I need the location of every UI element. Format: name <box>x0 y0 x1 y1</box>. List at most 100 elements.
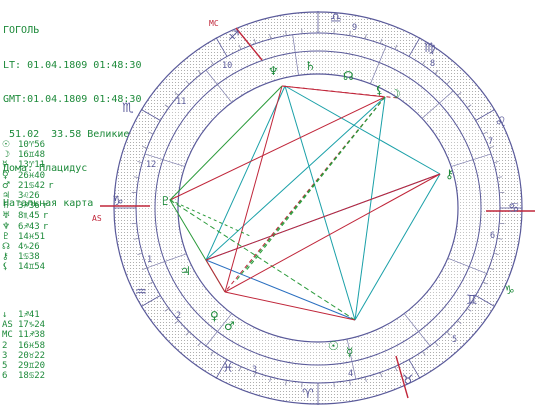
degree-tick <box>457 91 462 96</box>
house-label: 6 <box>2 371 8 382</box>
degree-tick <box>148 281 154 285</box>
degree-tick <box>253 38 257 44</box>
house-row: ↓1♐41 <box>2 310 45 320</box>
lilith-icon: ⚸ <box>2 262 9 273</box>
degree-tick <box>446 80 451 85</box>
cusp-line <box>346 338 357 380</box>
degree-tick <box>253 372 257 378</box>
capricorn-icon: ♑ <box>112 194 124 209</box>
house-position: 11♐38 <box>18 330 46 341</box>
degree-tick <box>142 267 148 270</box>
degree-tick <box>466 104 472 108</box>
degree-tick <box>482 131 488 135</box>
mars-icon: ♂ <box>2 180 11 191</box>
degree-tick <box>148 131 154 135</box>
house-position: 17♑24 <box>18 320 46 331</box>
neptune-icon: ♆ <box>268 64 279 78</box>
degree-tick <box>210 351 214 356</box>
aspect-lines <box>169 85 441 321</box>
mercury-icon: ☿ <box>346 345 353 359</box>
degree-tick <box>488 267 494 270</box>
sun-icon: ☉ <box>2 140 11 150</box>
retrograde-mark: r <box>48 180 54 191</box>
aspect-line <box>205 259 226 293</box>
house-position: 18♋22 <box>18 371 46 382</box>
mc-label: MC <box>209 19 219 28</box>
degree-tick <box>364 34 367 40</box>
degree-tick <box>238 44 242 50</box>
degree-tick <box>141 295 161 307</box>
aspect-line <box>169 199 251 237</box>
degree-tick <box>364 376 367 382</box>
planet-row: ☽16♊48 <box>2 150 54 160</box>
degree-tick <box>379 38 383 44</box>
degree-tick <box>434 69 439 75</box>
degree-tick <box>497 176 503 179</box>
cusp-line <box>370 45 387 84</box>
planet-position: 21♋42 <box>18 180 46 191</box>
house-number: 7 <box>488 137 493 147</box>
degree-tick <box>133 237 139 240</box>
degree-tick <box>394 44 398 50</box>
house-number: 8 <box>430 59 435 69</box>
degree-tick <box>493 161 499 164</box>
aspect-line <box>205 85 286 261</box>
planet-row: ⚷1♋38 <box>2 252 54 262</box>
aspect-line <box>284 85 441 175</box>
cusp-line <box>421 90 454 119</box>
retrograde-mark: r <box>42 201 49 212</box>
scorpio-icon: ♏ <box>122 101 134 116</box>
degree-tick <box>137 252 143 255</box>
degree-tick <box>394 366 398 372</box>
aspect-line <box>281 85 399 99</box>
degree-tick <box>493 252 499 255</box>
house-row: 6 18♋22 <box>2 371 45 381</box>
house-position: 16♓58 <box>18 340 46 351</box>
moon-icon: ☽ <box>390 87 401 101</box>
retrograde-mark: r <box>42 211 49 222</box>
mercury-icon: ☿ <box>2 160 8 171</box>
aspect-line <box>205 96 386 261</box>
house-label: AS <box>2 320 13 331</box>
planet-row: ☉10♈56 <box>2 140 54 150</box>
zodiac-signs: ♐ ♏ ♑ ♒ ♓ ♈ ♉ ♊ ♋ ♌ ♍ ♎ <box>112 11 520 402</box>
local-time: LT: 01.04.1809 01:48:30 <box>3 59 142 71</box>
retrograde-mark: r <box>42 221 49 232</box>
degree-tick <box>466 308 472 312</box>
gmt-time: GMT:01.04.1809 01:48:30 <box>3 94 142 105</box>
aspect-line <box>169 199 356 321</box>
degree-tick <box>434 341 439 347</box>
cusp-line <box>451 153 492 167</box>
node-icon: ☊ <box>2 241 10 252</box>
degree-tick <box>185 80 190 85</box>
ic-axis <box>395 355 409 399</box>
leo-icon: ♌ <box>495 115 507 130</box>
degree-tick <box>133 176 139 179</box>
chart-type: Натальная карта <box>3 197 94 209</box>
degree-tick <box>482 281 488 285</box>
house-position: 1♐41 <box>18 310 40 320</box>
house-number: 1 <box>147 255 152 265</box>
degree-tick <box>422 60 426 65</box>
sun-icon: ☉ <box>328 339 339 353</box>
cusp-line <box>205 69 233 103</box>
house-row: 2 16♓58 <box>2 341 45 351</box>
degree-tick <box>408 359 421 379</box>
degree-tick <box>185 331 190 336</box>
planet-position: 6♐43 <box>18 221 40 232</box>
house-label: 2 <box>2 340 8 351</box>
planet-row: ♀26♓40 <box>2 171 54 181</box>
house-number: 2 <box>176 311 181 321</box>
chiron-icon: ⚷ <box>2 252 9 263</box>
planet-row: ☿13♈11 <box>2 160 54 170</box>
aspect-line <box>224 85 283 293</box>
degree-tick <box>475 109 495 121</box>
degree-tick <box>379 372 383 378</box>
planet-position: 3♐36 <box>18 201 40 212</box>
venus-icon: ♀ <box>210 309 219 323</box>
aspect-line <box>169 85 283 201</box>
